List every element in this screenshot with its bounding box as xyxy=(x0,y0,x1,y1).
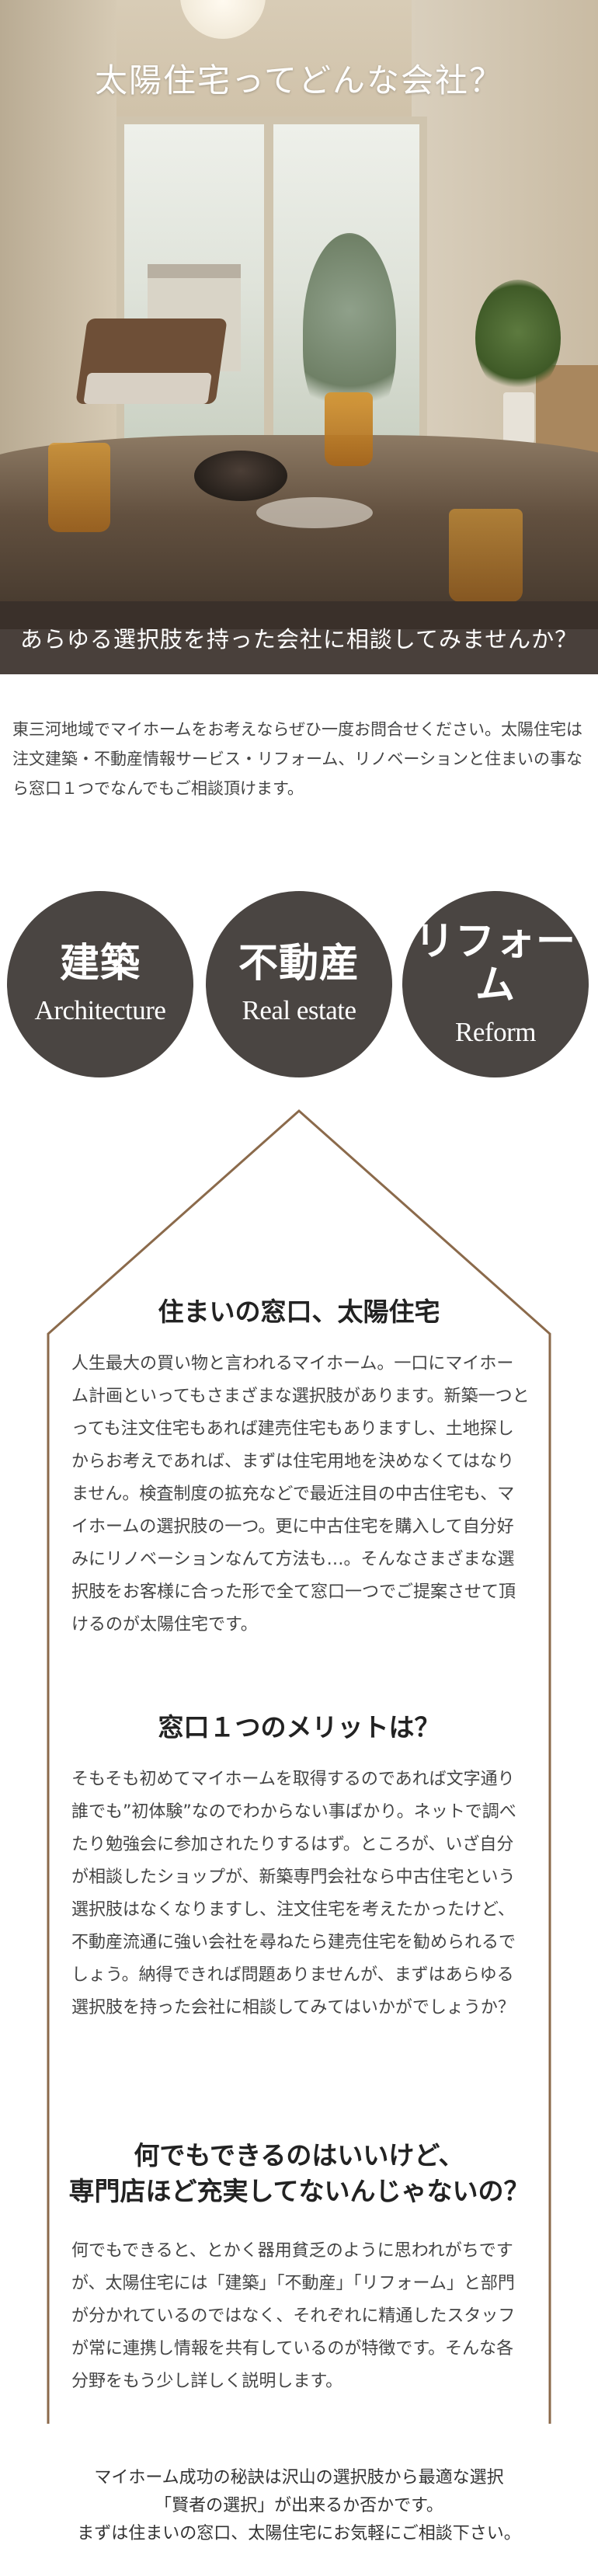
closing-line: 「賢者の選択」が出来るか否かです。 xyxy=(155,2496,443,2515)
hero-chair-seat xyxy=(83,373,212,404)
closing-message: マイホーム成功の秘訣は沢山の選択肢から最適な選択 「賢者の選択」が出来るか否かで… xyxy=(0,2464,598,2548)
service-reform-button[interactable]: リフォーム Reform xyxy=(402,891,589,1077)
hero-glass xyxy=(48,443,110,532)
service-label-en: Real estate xyxy=(242,995,356,1026)
section-body-window: 人生最大の買い物と言われるマイホーム。一口にマイホーム計画といってもさまざまな選… xyxy=(71,1354,530,1634)
hero-pendant-lamp xyxy=(180,0,266,39)
hero-plant-pot xyxy=(503,392,534,447)
intro-text: 東三河地域でマイホームをお考えならぜひ一度お問合せください。太陽住宅は注文建築・… xyxy=(12,720,582,798)
hero-chair xyxy=(75,319,228,404)
page-title: 太陽住宅ってどんな会社？ xyxy=(95,61,503,99)
section-body-specialty: 何でもできると、とかく器用貧乏のように思われがちですが、太陽住宅には「建築」「不… xyxy=(71,2241,516,2391)
hero-wall-left xyxy=(0,0,116,497)
house-outline-frame xyxy=(47,1109,551,2424)
hero-window xyxy=(116,117,427,458)
service-circles: 建築 Architecture 不動産 Real estate リフォーム Re… xyxy=(0,891,598,1077)
closing-line: マイホーム成功の秘訣は沢山の選択肢から最適な選択 xyxy=(94,2468,504,2487)
section-body-merit: そもそも初めてマイホームを取得するのであれば文字通り誰でも”初体験”なのでわから… xyxy=(71,1770,516,2017)
service-label-jp: 建築 xyxy=(59,940,141,987)
hero-banner: あらゆる選択肢を持った会社に相談してみませんか？ xyxy=(0,601,598,674)
section-title-specialty: 何でもできるのはいいけど、 専門店ほど充実してないんじゃないの？ xyxy=(0,2138,598,2209)
section-title-line: 専門店ほど充実してないんじゃないの？ xyxy=(68,2176,530,2206)
service-label-jp: リフォーム xyxy=(414,918,576,1008)
service-label-en: Reform xyxy=(455,1017,536,1048)
closing-line: まずは住まいの窓口、太陽住宅にお気軽にご相談下さい。 xyxy=(77,2524,521,2543)
section-title-line: 何でもできるのはいいけど、 xyxy=(134,2140,464,2170)
hero-image: 太陽住宅ってどんな会社？ xyxy=(0,0,598,629)
service-architecture-button[interactable]: 建築 Architecture xyxy=(7,891,193,1077)
service-real-estate-button[interactable]: 不動産 Real estate xyxy=(206,891,392,1077)
section-title-window: 住まいの窓口、太陽住宅 xyxy=(158,1297,440,1327)
hero-glass xyxy=(325,392,373,466)
hero-banner-text: あらゆる選択肢を持った会社に相談してみませんか？ xyxy=(19,626,579,653)
section-title-merit: 窓口１つのメリットは？ xyxy=(158,1712,440,1742)
service-label-jp: 不動産 xyxy=(238,940,360,987)
hero-window-mullion xyxy=(264,124,273,451)
hero-plate xyxy=(256,497,373,528)
hero-bowl xyxy=(194,451,287,501)
service-label-en: Architecture xyxy=(34,995,166,1026)
hero-plant xyxy=(475,280,561,396)
hero-glass xyxy=(449,509,523,602)
